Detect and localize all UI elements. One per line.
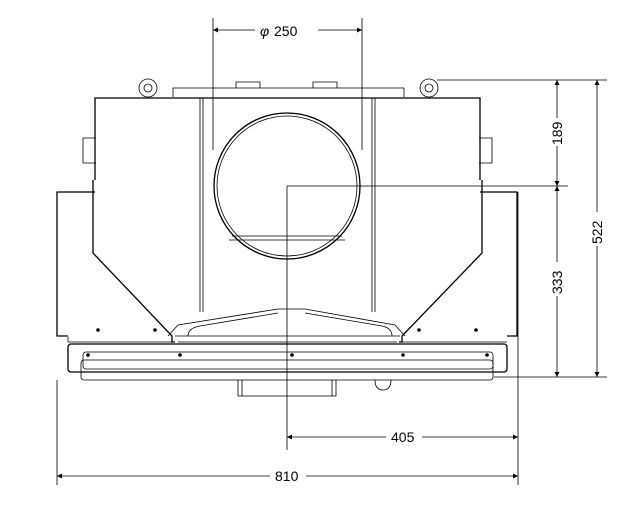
dimension-lines <box>56 18 607 485</box>
dim-center-to-bottom: 333 <box>549 270 565 294</box>
stove-body <box>67 97 507 343</box>
dim-total-height: 522 <box>589 220 605 244</box>
diameter-symbol: φ <box>260 23 269 39</box>
dim-half-width: 405 <box>391 429 415 445</box>
bottom-rail <box>67 328 508 397</box>
dim-total-width: 810 <box>275 468 299 484</box>
diameter-label: 250 <box>274 23 298 39</box>
dim-top-to-center: 189 <box>549 121 565 145</box>
outer-frame <box>56 191 518 337</box>
top-handles <box>138 78 439 98</box>
